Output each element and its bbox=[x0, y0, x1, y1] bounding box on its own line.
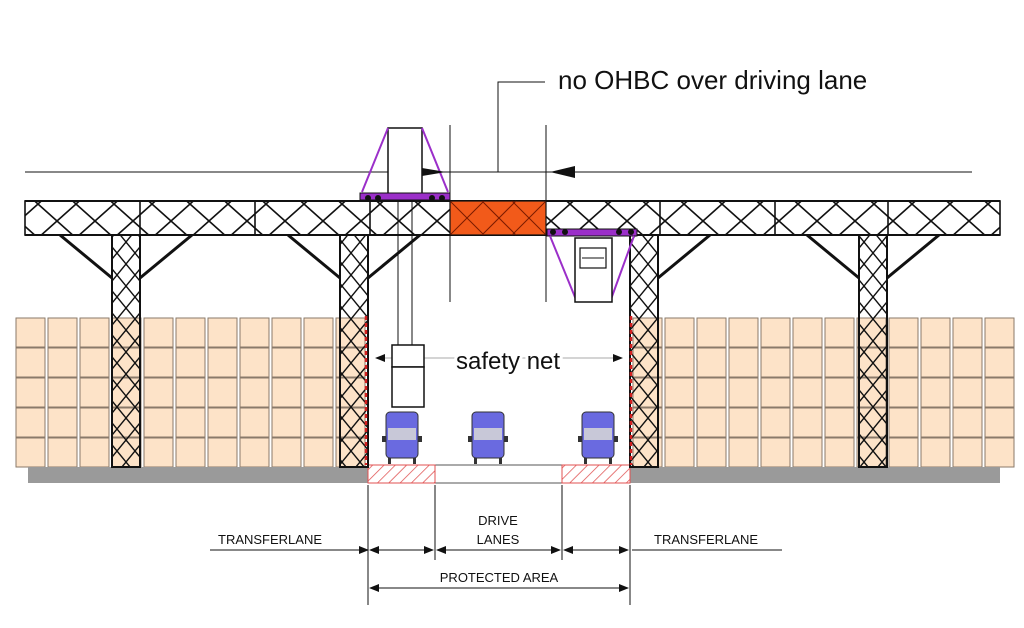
container-stack-right bbox=[632, 317, 1015, 468]
spreader-icon bbox=[391, 344, 425, 408]
truck-icon bbox=[578, 411, 618, 464]
column-braces bbox=[59, 233, 940, 280]
callout-label: no OHBC over driving lane bbox=[558, 65, 867, 95]
ground-slab-left bbox=[28, 467, 368, 483]
callout-leader bbox=[497, 81, 545, 172]
dimension-extension-lines bbox=[367, 485, 631, 605]
safety-net-label: safety net bbox=[456, 348, 560, 375]
transferlane-left-label: TRANSFERLANE bbox=[218, 532, 322, 547]
transferlane-zone-right bbox=[561, 464, 631, 484]
crane-left-icon bbox=[359, 127, 451, 345]
transferlane-right-label: TRANSFERLANE bbox=[654, 532, 758, 547]
drive-lanes-label-line2: LANES bbox=[477, 532, 520, 547]
restricted-zone-hatch bbox=[449, 200, 547, 236]
container-stack-left bbox=[15, 317, 366, 468]
truck-icon bbox=[468, 411, 508, 464]
protected-area-label: PROTECTED AREA bbox=[440, 570, 559, 585]
crane-right-icon bbox=[546, 228, 638, 303]
drive-lanes-label-line1: DRIVE bbox=[478, 513, 518, 528]
restricted-zone-block bbox=[449, 200, 547, 236]
transferlane-zone-left bbox=[367, 464, 436, 484]
callout-arrow bbox=[550, 166, 575, 178]
truck-icon bbox=[382, 411, 422, 464]
support-columns bbox=[111, 234, 888, 468]
ground-slab-right bbox=[630, 467, 1000, 483]
